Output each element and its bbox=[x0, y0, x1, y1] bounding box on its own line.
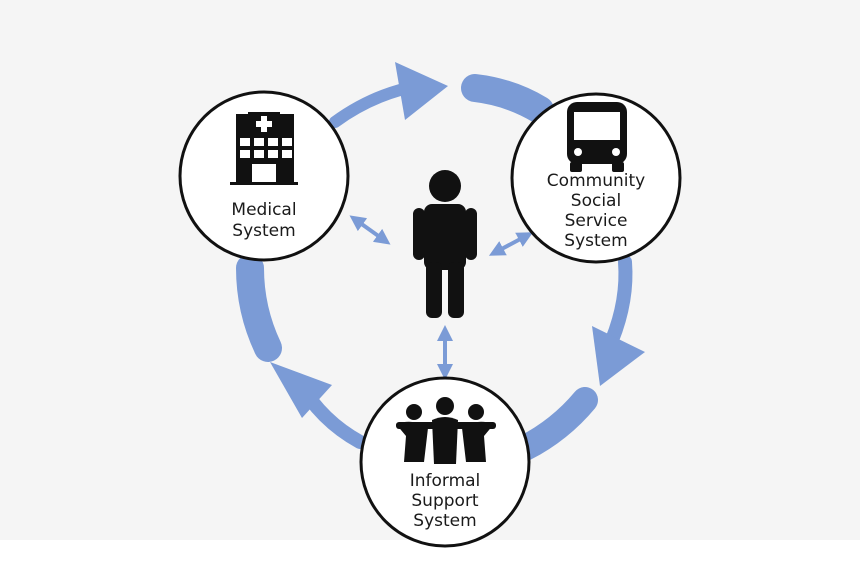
cycle-arrows bbox=[236, 74, 633, 461]
node-community-label-1: Community bbox=[547, 171, 645, 191]
cycle-arrowheads bbox=[270, 62, 645, 418]
arc-medical-to-community bbox=[329, 84, 406, 128]
node-medical-label-2: System bbox=[232, 221, 295, 241]
node-community-circle bbox=[510, 92, 682, 264]
node-community-label-2: Social bbox=[571, 191, 621, 211]
arc-left bbox=[236, 254, 282, 362]
arc-bottom-right bbox=[512, 387, 598, 461]
node-medical: Medical System bbox=[178, 90, 350, 262]
node-community: Community Social Service System bbox=[510, 92, 682, 264]
double-arrow-community bbox=[488, 232, 534, 256]
people-group-icon bbox=[396, 397, 496, 464]
bus-icon bbox=[567, 102, 627, 172]
node-informal: Informal Support System bbox=[359, 376, 531, 548]
node-community-label-3: Service bbox=[565, 211, 628, 231]
node-informal-label-2: Support bbox=[411, 491, 479, 511]
connector-arrows bbox=[349, 215, 534, 380]
arc-top-right bbox=[461, 74, 554, 124]
arrowhead-top bbox=[395, 62, 448, 120]
node-informal-label-1: Informal bbox=[410, 471, 481, 491]
person-icon bbox=[413, 170, 477, 318]
node-informal-label-3: System bbox=[413, 511, 476, 531]
node-medical-label-1: Medical bbox=[231, 200, 296, 220]
arrowhead-right bbox=[592, 326, 645, 386]
double-arrow-medical bbox=[349, 215, 391, 245]
arrowhead-bottom-left bbox=[270, 362, 332, 418]
hospital-icon bbox=[230, 112, 298, 185]
arc-community-to-informal bbox=[605, 255, 633, 347]
node-community-label-4: System bbox=[564, 231, 627, 251]
